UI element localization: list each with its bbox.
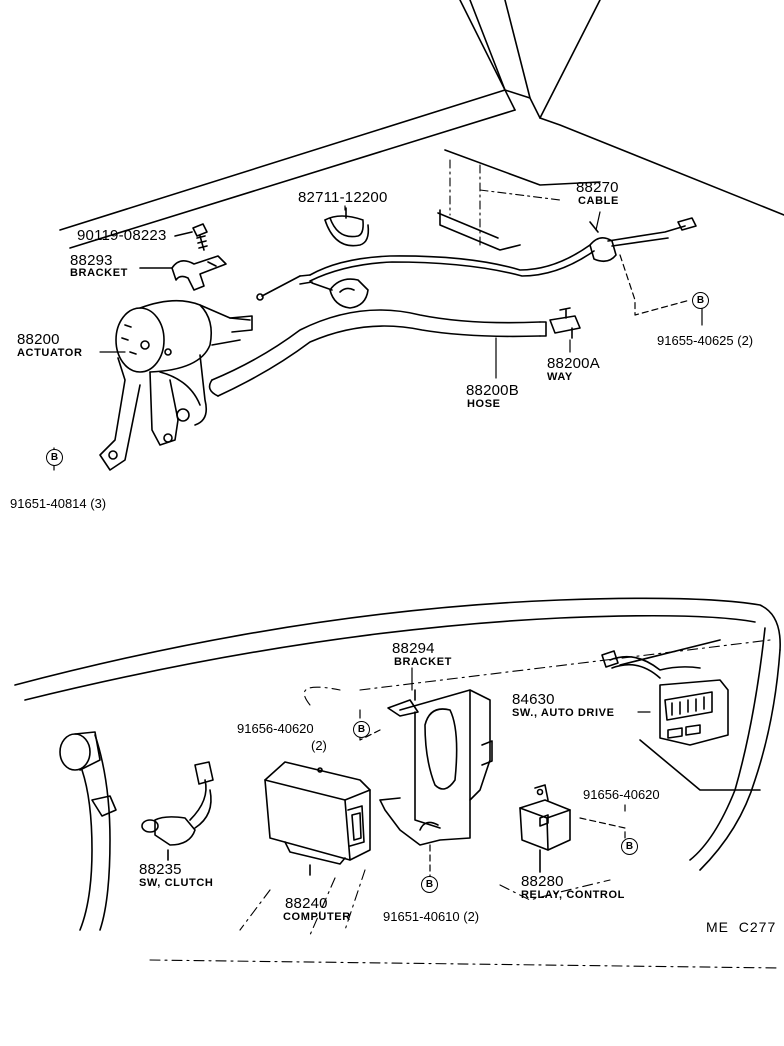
label-91656-a-qty: (2) xyxy=(311,738,327,753)
label-88235-name: SW, CLUTCH xyxy=(139,877,214,889)
bolt-90119 xyxy=(174,223,208,251)
clamp-82711 xyxy=(324,207,370,247)
label-91655: 91655-40625 (2) xyxy=(657,333,754,348)
cable-88270 xyxy=(256,217,697,301)
marker-b-5: B xyxy=(421,876,438,893)
label-88280: 88280 xyxy=(521,873,564,890)
label-88200A-name: WAY xyxy=(547,371,573,383)
label-84630: 84630 xyxy=(512,691,555,708)
label-90119: 90119-08223 xyxy=(77,227,167,244)
dashed-link-bottom xyxy=(359,729,626,879)
label-88240: 88240 xyxy=(285,895,328,912)
label-88294: 88294 xyxy=(392,640,435,657)
label-88270: 88270 xyxy=(576,179,619,196)
relay-88280 xyxy=(519,784,571,873)
label-88280-name: RELAY, CONTROL xyxy=(521,889,625,901)
label-88270-name: CABLE xyxy=(578,195,619,207)
auto-drive-switch-84630 xyxy=(601,639,761,791)
hidden-lines-top xyxy=(449,159,561,246)
body-panel-outline xyxy=(59,0,784,251)
dashed-link-top xyxy=(619,254,691,316)
diagram-code: ME C277 xyxy=(706,919,777,935)
actuator-88200 xyxy=(99,299,253,471)
label-88200-name: ACTUATOR xyxy=(17,347,83,359)
bracket-88294 xyxy=(379,689,493,846)
way-88200A xyxy=(549,307,581,339)
label-84630-name: SW., AUTO DRIVE xyxy=(512,707,615,719)
label-88293-name: BRACKET xyxy=(70,267,128,279)
marker-b-3: B xyxy=(353,721,370,738)
computer-88240 xyxy=(264,761,371,876)
floor-hidden-lines xyxy=(149,639,781,969)
label-88200B: 88200B xyxy=(466,382,519,399)
label-88240-name: COMPUTER xyxy=(283,911,351,923)
hose-88200B xyxy=(208,309,547,397)
dash-panel-outline xyxy=(14,597,781,871)
clutch-pedal xyxy=(59,731,117,931)
marker-b-1: B xyxy=(692,292,709,309)
label-88200: 88200 xyxy=(17,331,60,348)
label-88235: 88235 xyxy=(139,861,182,878)
leader-lines-top xyxy=(53,205,703,471)
label-88294-name: BRACKET xyxy=(394,656,452,668)
label-91651-40610: 91651-40610 (2) xyxy=(383,909,480,924)
marker-b-4: B xyxy=(621,838,638,855)
label-88200A: 88200A xyxy=(547,355,600,372)
clutch-switch-88235 xyxy=(141,761,214,861)
label-82711: 82711-12200 xyxy=(298,189,388,206)
label-88200B-name: HOSE xyxy=(467,398,501,410)
label-91651-40814: 91651-40814 (3) xyxy=(10,496,107,511)
grommet xyxy=(311,278,369,309)
bracket-88293 xyxy=(139,255,227,291)
label-91656-b: 91656-40620 xyxy=(583,787,660,802)
label-88293: 88293 xyxy=(70,252,113,269)
marker-b-2: B xyxy=(46,449,63,466)
label-91656-a: 91656-40620 xyxy=(237,721,314,736)
leader-lines-bottom xyxy=(359,667,651,719)
